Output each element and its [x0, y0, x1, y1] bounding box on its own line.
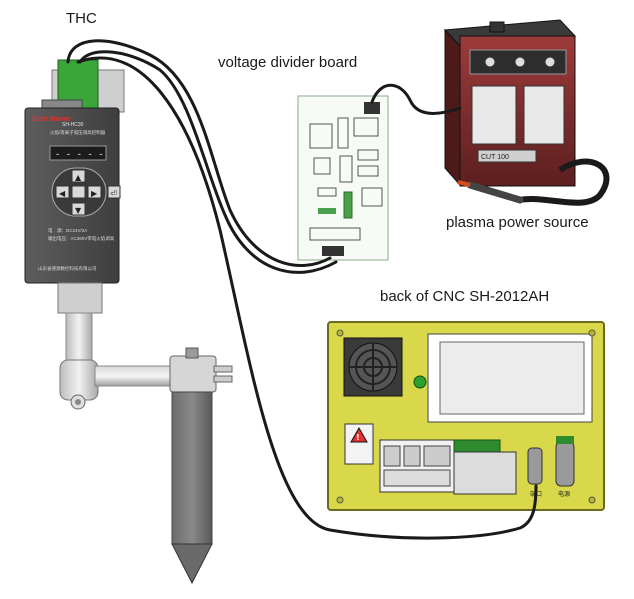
svg-text:◀: ◀ [59, 189, 66, 198]
divider-terminal [343, 191, 353, 219]
torch-assembly [59, 347, 233, 585]
cnc-back-panel: ! 端口 电源 [327, 321, 605, 511]
svg-text:▲: ▲ [75, 173, 82, 182]
thc-model: SH-HC30 [62, 122, 84, 128]
cnc-warning-label [344, 423, 374, 465]
thc-key-enter[interactable] [107, 185, 121, 199]
thc-key-down[interactable] [71, 202, 86, 216]
thc-key-up[interactable] [71, 169, 86, 183]
hand-torch [466, 181, 524, 204]
svg-text:▶: ▶ [91, 189, 98, 198]
thc-key-right[interactable] [87, 185, 102, 199]
svg-text:⏎: ⏎ [110, 189, 117, 198]
cnc-ground-indicator [413, 375, 427, 389]
thc-lcd [49, 145, 107, 161]
thc-maker: 山东省德源数控科技有限公司 [38, 265, 97, 272]
plasma-power-source: CUT 100 [443, 19, 577, 187]
cnc-power-port [555, 441, 575, 487]
warning-icon [350, 426, 368, 443]
cable-thc-divider-a [66, 39, 332, 267]
plasma-handle [489, 21, 505, 33]
plasma-gauge-right [523, 85, 565, 145]
svg-text:电源: 电源 [558, 490, 570, 498]
cnc-green-terminal [453, 439, 501, 453]
torch-clamp-block [59, 359, 99, 401]
plasma-lead-cable [519, 158, 610, 206]
cable-thc-divider-b [78, 50, 338, 274]
label-cnc-back: back of CNC SH-2012AH [380, 288, 550, 305]
divider-pcb [297, 95, 389, 261]
svg-text:▼: ▼ [75, 206, 82, 215]
thc-key-center[interactable] [71, 185, 86, 199]
cables [66, 39, 538, 540]
voltage-divider-board [297, 95, 389, 261]
thc-lcd-text: - - - - - [55, 150, 104, 160]
thc-spec-1: 电 源：DC24V/3A [48, 227, 87, 234]
plasma-badge: CUT 100 [481, 154, 509, 161]
thc-unit: Start Mover SH-HC30 火焰/等离子弧压调高控制器 - - - … [24, 59, 125, 364]
thc-vertical-rod [65, 312, 93, 364]
thc-key-left[interactable] [55, 185, 70, 199]
plasma-torch-tip [171, 543, 213, 585]
thc-slide-bottom [57, 282, 103, 314]
thc-brand: Start Mover [32, 116, 71, 123]
cnc-thc-port [527, 447, 543, 485]
torch-holder-clamp [169, 355, 217, 393]
cable-thc-cnc [76, 56, 538, 540]
plasma-gauge-left [471, 85, 517, 145]
svg-text:!: ! [356, 433, 360, 442]
plasma-torch-body [171, 391, 213, 545]
divider-output-connector [322, 246, 344, 256]
thc-subtitle: 火焰/等离子弧压调高控制器 [50, 129, 106, 136]
torch-horizontal-arm [94, 365, 176, 387]
thc-spec-2: 输出电压：AC380V带电火焰调高 [48, 235, 115, 242]
label-thc: THC [66, 10, 97, 27]
cable-divider-plasma [370, 83, 462, 115]
label-voltage-divider: voltage divider board [218, 54, 358, 71]
divider-input-connector [364, 102, 380, 114]
label-plasma-source: plasma power source [446, 214, 589, 231]
